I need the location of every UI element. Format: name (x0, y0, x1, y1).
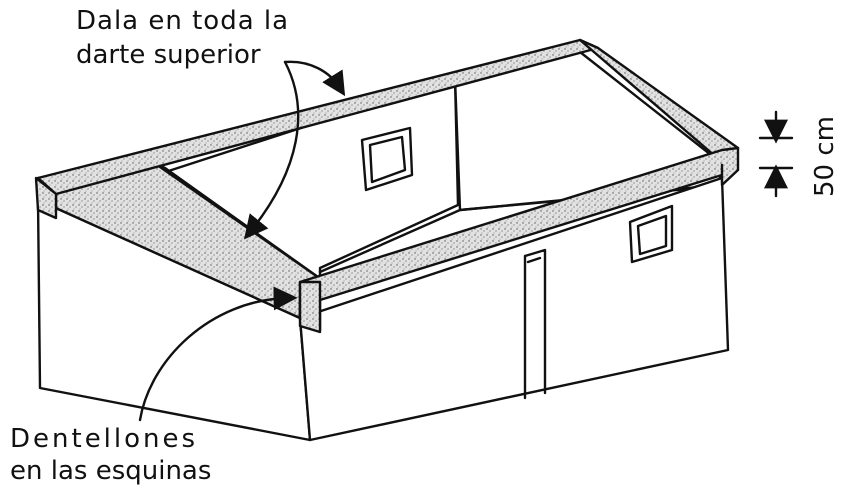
corner-dentellon (298, 280, 322, 334)
arrow-to-ridge (283, 60, 346, 97)
arrow-to-gable (243, 60, 300, 240)
window-back (360, 126, 414, 192)
arrow-to-corner (138, 286, 298, 422)
left-corner-dentellon (34, 176, 58, 220)
bond-beam-label-line1: Dala en toda la (76, 6, 290, 36)
corners-label-line2: en las esquinas (10, 456, 212, 486)
front-long-wall (298, 176, 730, 442)
bond-beam-label-line2: darte superior (76, 40, 261, 70)
dimension-label-wrap: 50 cm (805, 116, 845, 197)
window-front (628, 204, 674, 264)
dimension-50cm (758, 110, 794, 198)
corners-label-line1: Dentellones (10, 424, 199, 454)
dimension-label: 50 cm (810, 116, 840, 197)
doorway (523, 248, 547, 400)
